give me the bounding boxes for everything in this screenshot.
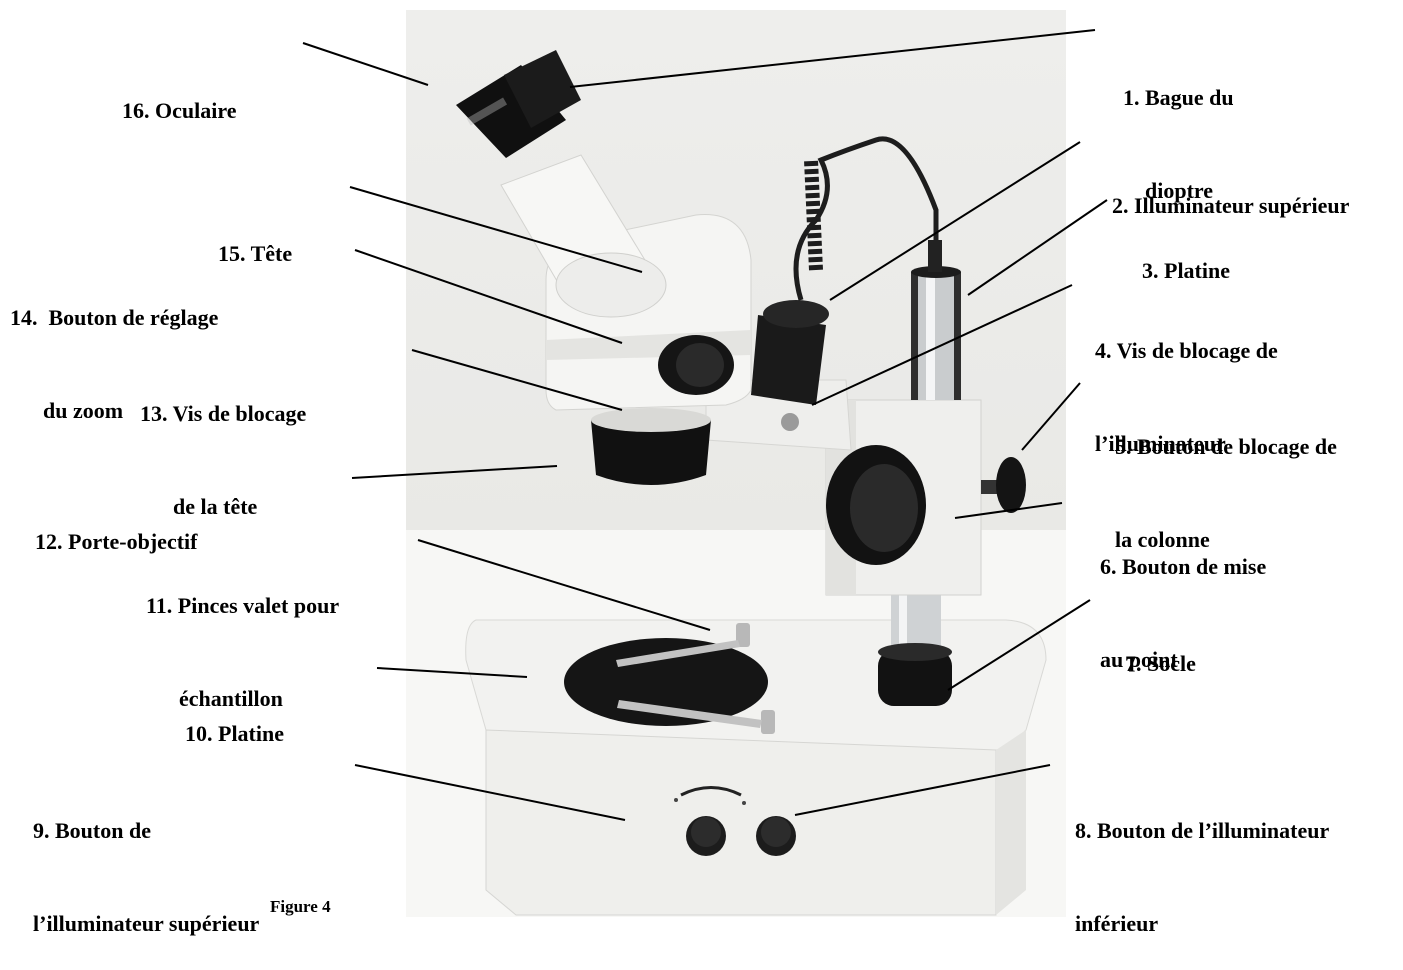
label-8-lower-illuminator-knob: 8. Bouton de l’illuminateur inférieur (1075, 753, 1329, 970)
label-14-zoom-knob: 14. Bouton de réglage du zoom (10, 240, 218, 457)
label-line: 6. Bouton de mise (1100, 551, 1266, 582)
label-line: 15. Tête (218, 238, 292, 269)
label-16-eyepiece: 16. Oculaire (122, 33, 236, 157)
label-9-upper-illuminator-knob: 9. Bouton de l’illuminateur supérieur (33, 753, 259, 970)
label-line: du zoom (10, 395, 218, 426)
label-line: inférieur (1075, 908, 1329, 939)
leader-line-12 (352, 466, 557, 478)
label-line: 9. Bouton de (33, 815, 259, 846)
leader-line-8 (795, 765, 1050, 815)
leader-line-11 (418, 540, 710, 630)
leader-line-14 (355, 250, 622, 343)
label-line: 8. Bouton de l’illuminateur (1075, 815, 1329, 846)
figure-caption: Figure 4 (270, 897, 331, 917)
label-line: 14. Bouton de réglage (10, 302, 218, 333)
leader-line-7 (948, 600, 1090, 690)
leader-line-4 (812, 285, 1072, 405)
leader-line-5 (1022, 383, 1080, 450)
leader-line-3 (968, 200, 1107, 295)
label-line: l’illuminateur supérieur (33, 908, 259, 939)
leader-line-6 (955, 503, 1062, 518)
label-line: 7. Socle (1125, 648, 1196, 679)
label-line: 16. Oculaire (122, 95, 236, 126)
label-line: 5. Bouton de blocage de (1115, 431, 1337, 462)
leader-line-10 (377, 668, 527, 677)
leader-line-2 (830, 142, 1080, 300)
leader-line-1 (570, 30, 1095, 87)
leader-line-16 (303, 43, 428, 85)
leader-line-9 (355, 765, 625, 820)
label-line: 1. Bague du (1123, 82, 1234, 113)
leader-line-15 (350, 187, 642, 272)
label-line: 4. Vis de blocage de (1095, 335, 1278, 366)
leader-line-13 (412, 350, 622, 410)
label-15-head: 15. Tête (218, 176, 292, 300)
label-7-base: 7. Socle (1125, 586, 1196, 710)
label-line: échantillon (146, 683, 339, 714)
label-line: de la tête (140, 491, 306, 522)
label-line: 11. Pinces valet pour (146, 590, 339, 621)
